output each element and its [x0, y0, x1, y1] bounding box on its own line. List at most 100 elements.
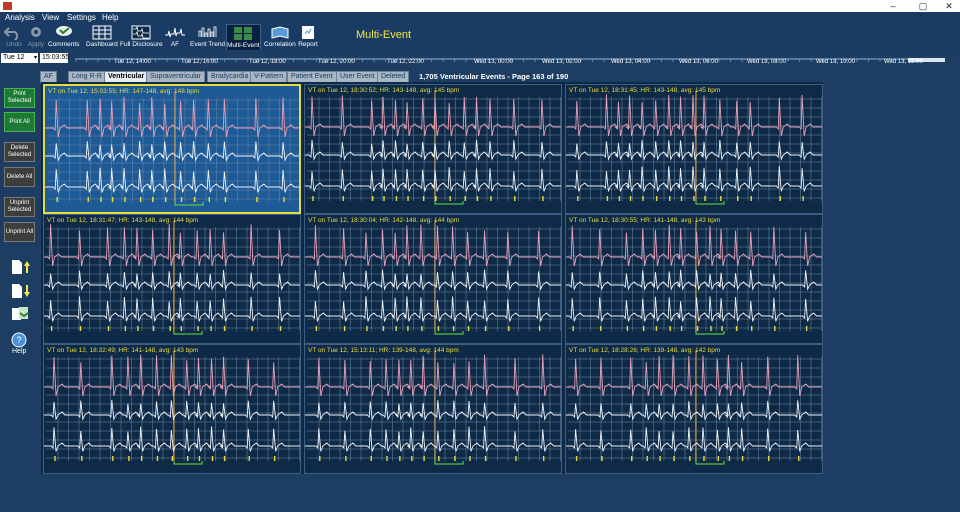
menu-settings[interactable]: Settings: [67, 13, 96, 22]
timeline-tick-label: Wed 13, 04:00: [611, 59, 650, 65]
help-icon[interactable]: ?: [10, 332, 32, 350]
toolbar-multi-event-button[interactable]: Multi-Event: [226, 24, 261, 51]
strip-label: VT on Tue 12, 15:03:55; HR: 147-148, avg…: [48, 88, 200, 95]
comments-icon: [55, 26, 72, 36]
print-all-button[interactable]: Print All: [4, 112, 35, 132]
mode-title: Multi-Event: [356, 29, 412, 41]
strip-label: VT on Tue 12, 18:31:47; HR: 143-148, avg…: [47, 217, 199, 224]
timeline-tick-label: Tue 12, 18:00: [249, 59, 286, 65]
event-strip[interactable]: VT on Tue 12, 15:13:11; HR: 139-148, avg…: [304, 344, 562, 474]
toolbar-apply-button[interactable]: Apply: [25, 24, 47, 49]
toolbar-button-label: Undo: [6, 41, 22, 48]
report-icon: [302, 26, 314, 39]
event-strip-grid: VT on Tue 12, 15:03:55; HR: 147-148, avg…: [41, 82, 823, 474]
event-strip[interactable]: VT on Tue 12, 18:28:26; HR: 139-148, avg…: [565, 344, 823, 474]
strip-label: VT on Tue 12, 18:32:49; HR: 141-148, avg…: [47, 347, 199, 354]
toolbar-undo-button[interactable]: Undo: [3, 24, 25, 49]
correlation-icon: [271, 26, 289, 39]
toolbar-report-button[interactable]: Report: [297, 24, 319, 49]
app-logo-icon: [3, 2, 12, 10]
toolbar-button-label: Multi-Event: [227, 42, 260, 49]
ecg-waveform: [305, 220, 561, 335]
empty-bottom-panel: [41, 474, 960, 512]
timeline-ruler[interactable]: [75, 58, 945, 64]
close-button[interactable]: ✕: [945, 1, 953, 11]
toolbar-button-label: Comments: [48, 41, 80, 48]
minimize-button[interactable]: –: [890, 1, 896, 11]
toolbar-button-label: Report: [298, 41, 318, 48]
unprint-selected-button[interactable]: Unprint Selected: [4, 197, 35, 217]
strip-label: VT on Tue 12, 15:13:11; HR: 139-148, avg…: [308, 347, 459, 354]
delete-all-button[interactable]: Delete All: [4, 167, 35, 187]
event-strip[interactable]: VT on Tue 12, 18:30:55; HR: 141-148, avg…: [565, 214, 823, 344]
toolbar-correlation-button[interactable]: Correlation: [264, 24, 296, 49]
events-page-title: 1,705 Ventricular Events - Page 163 of 1…: [419, 72, 569, 81]
strip-label: VT on Tue 12, 18:30:52; HR: 143-148, avg…: [308, 87, 460, 94]
menu-help[interactable]: Help: [102, 13, 119, 22]
timeline-tick-label: Wed 13, 12:00: [884, 59, 923, 65]
toolbar-full-disclosure-button[interactable]: Full Disclosure: [120, 24, 163, 49]
toolbar-button-label: AF: [170, 41, 180, 48]
toolbar-dashboard-button[interactable]: Dashboard: [86, 24, 118, 49]
menu-analysis[interactable]: Analysis: [5, 13, 35, 22]
empty-panel: [823, 82, 960, 474]
event-strip[interactable]: VT on Tue 12, 18:30:04; HR: 142-148, avg…: [304, 214, 562, 344]
full-disclosure-icon: [131, 25, 151, 40]
toolbar-button-label: Full Disclosure: [120, 41, 163, 48]
maximize-button[interactable]: ▢: [918, 1, 928, 11]
tab-af[interactable]: AF: [40, 71, 57, 83]
multi-event-icon: [234, 27, 253, 40]
page-up-icon[interactable]: [10, 258, 32, 276]
ecg-waveform: [45, 91, 299, 206]
timeline-tick-label: Wed 13, 00:00: [474, 59, 513, 65]
menu-bar: Analysis View Settings Help: [0, 12, 960, 23]
toolbar-comments-button[interactable]: Comments: [48, 24, 79, 49]
af-icon: [165, 27, 185, 38]
timeline-slider[interactable]: [908, 58, 945, 62]
event-strip[interactable]: VT on Tue 12, 18:31:47; HR: 143-148, avg…: [43, 214, 301, 344]
toolbar-button-label: Dashboard: [86, 41, 118, 48]
timeline-tick-label: Wed 13, 10:00: [816, 59, 855, 65]
event-strip[interactable]: VT on Tue 12, 15:03:55; HR: 147-148, avg…: [43, 84, 301, 214]
ecg-waveform: [566, 90, 822, 205]
toolbar-button-label: Event Trend: [190, 41, 226, 48]
event-strip[interactable]: VT on Tue 12, 18:31:45; HR: 143-148, avg…: [565, 84, 823, 214]
unprint-all-button[interactable]: Unprint All: [4, 222, 35, 242]
timeline-tick-label: Wed 13, 02:00: [542, 59, 581, 65]
strip-label: VT on Tue 12, 18:28:26; HR: 139-148, avg…: [569, 347, 721, 354]
time-bar: [0, 50, 960, 71]
strip-label: VT on Tue 12, 18:30:55; HR: 141-148, avg…: [569, 217, 721, 224]
timeline-tick-label: Wed 13, 06:00: [679, 59, 718, 65]
timeline-tick-label: Tue 12, 16:00: [181, 59, 218, 65]
ecg-waveform: [44, 350, 300, 465]
apply-gear-icon: [31, 27, 41, 37]
copy-page-icon[interactable]: [10, 305, 32, 323]
event-strip[interactable]: VT on Tue 12, 18:30:52; HR: 143-148, avg…: [304, 84, 562, 214]
page-down-icon[interactable]: [10, 282, 32, 300]
delete-selected-button[interactable]: Delete Selected: [4, 142, 35, 162]
help-label: Help: [12, 348, 27, 355]
timeline-tick-label: Tue 12, 14:00: [114, 59, 151, 65]
ecg-waveform: [305, 90, 561, 205]
toolbar-event-trend-button[interactable]: Event Trend: [190, 24, 225, 49]
svg-text:?: ?: [16, 335, 21, 345]
toolbar-af-button[interactable]: AF: [164, 24, 186, 49]
event-trend-icon: [198, 26, 216, 37]
timeline-tick-label: Tue 12, 22:00: [387, 59, 424, 65]
ecg-waveform: [44, 220, 300, 335]
time-input[interactable]: 15:03:55: [40, 53, 70, 63]
strip-label: VT on Tue 12, 18:30:04; HR: 142-148, avg…: [308, 217, 460, 224]
ecg-waveform: [305, 350, 561, 465]
timeline-tick-label: Wed 13, 08:00: [747, 59, 786, 65]
strip-label: VT on Tue 12, 18:31:45; HR: 143-148, avg…: [569, 87, 721, 94]
print-selected-button[interactable]: Print Selected: [4, 88, 35, 108]
date-select[interactable]: Tue 12▾: [1, 53, 38, 63]
event-strip[interactable]: VT on Tue 12, 18:32:49; HR: 141-148, avg…: [43, 344, 301, 474]
ecg-waveform: [566, 220, 822, 335]
timeline-tick-label: Tue 12, 20:00: [318, 59, 355, 65]
menu-view[interactable]: View: [42, 13, 60, 22]
undo-icon: [3, 27, 18, 40]
toolbar-button-label: Correlation: [264, 41, 296, 48]
title-bar: – ▢ ✕: [0, 0, 960, 12]
